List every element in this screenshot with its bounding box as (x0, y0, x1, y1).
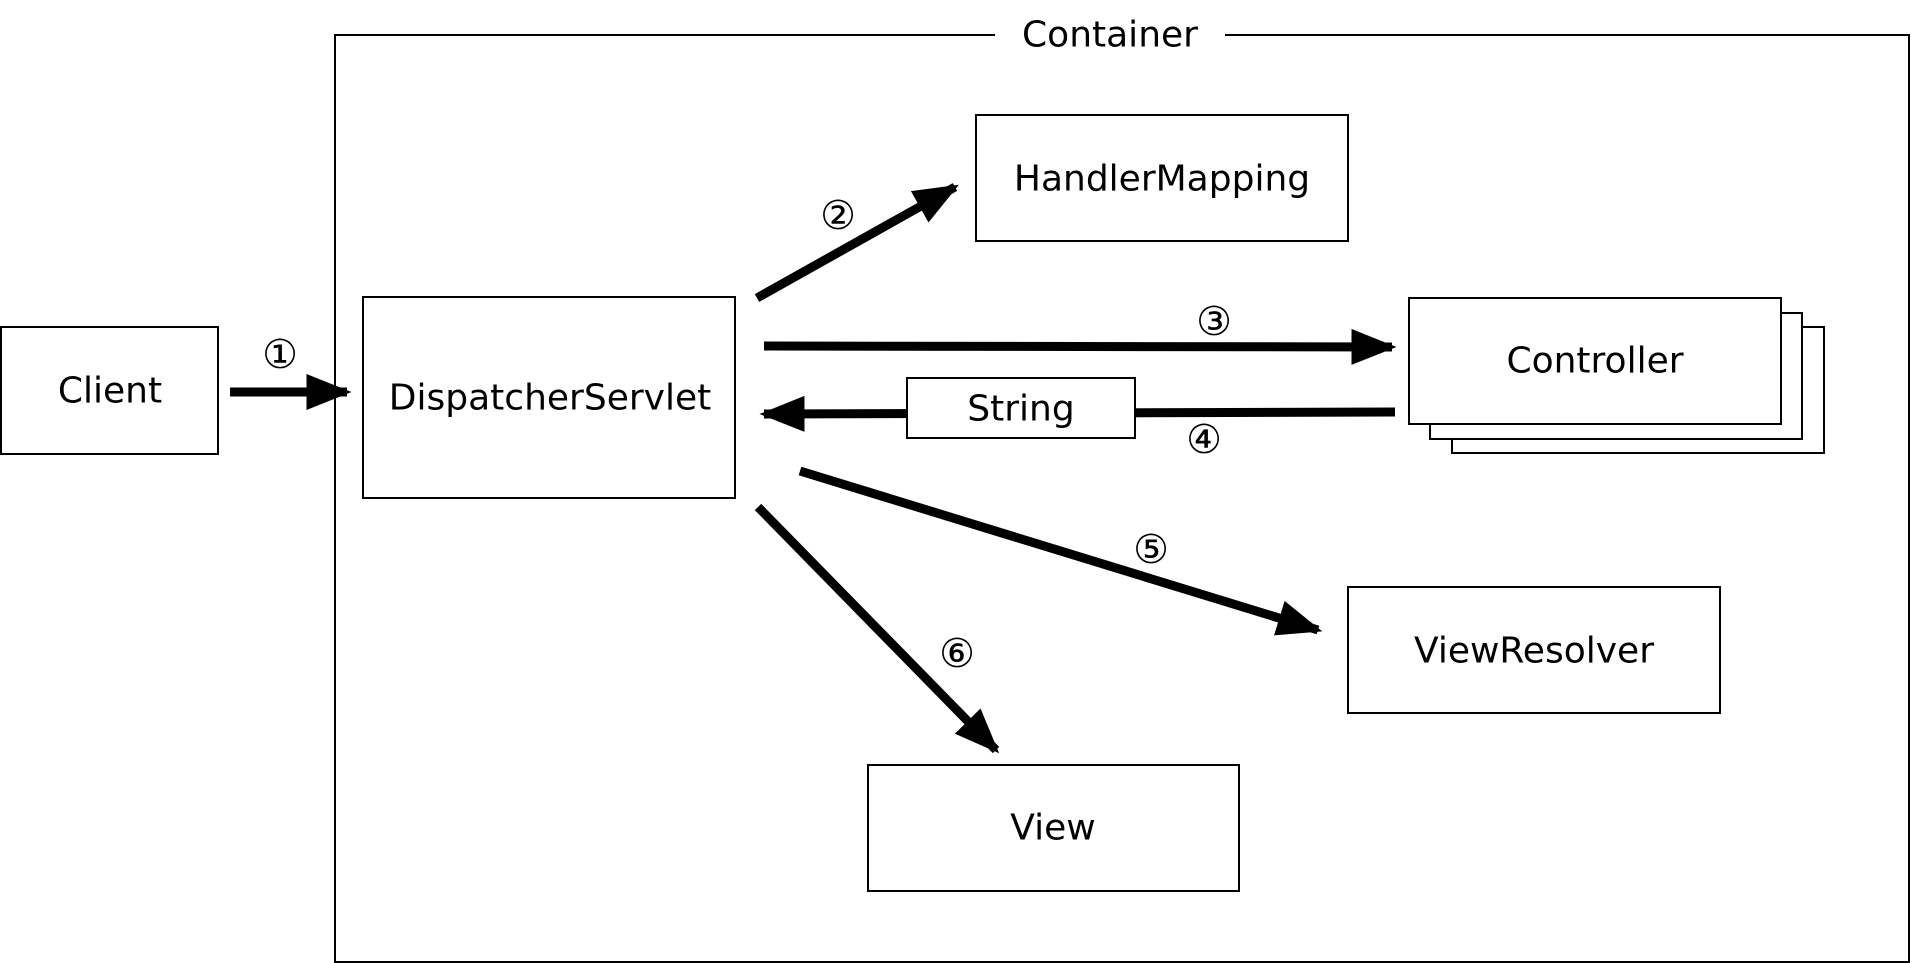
controller-label: Controller (1506, 341, 1683, 382)
client-node: Client (0, 326, 219, 455)
view-resolver-label: ViewResolver (1414, 631, 1654, 672)
view-label: View (1010, 808, 1095, 849)
view-node: View (867, 764, 1240, 892)
arrow-dispatcher-to-controller (763, 328, 1397, 365)
client-label: Client (58, 371, 162, 412)
step-2-label: ② (820, 193, 856, 239)
handler-mapping-node: HandlerMapping (975, 114, 1349, 242)
string-return-box: String (906, 377, 1136, 439)
arrow-dispatcher-to-view-resolver (798, 466, 1323, 636)
step-6-label: ⑥ (939, 631, 975, 677)
step-3-label: ③ (1196, 299, 1232, 345)
container-frame: Container (334, 15, 1910, 963)
view-resolver-node: ViewResolver (1347, 586, 1721, 714)
controller-node: Controller (1408, 297, 1825, 454)
handler-mapping-label: HandlerMapping (1014, 159, 1310, 200)
dispatcher-servlet-label: DispatcherServlet (389, 378, 711, 419)
controller-stack-front (1408, 297, 1782, 425)
container-title: Container (1022, 15, 1198, 56)
arrow-dispatcher-to-view (754, 503, 1000, 754)
step-4-label: ④ (1186, 417, 1222, 463)
step-5-label: ⑤ (1133, 527, 1169, 573)
string-return-label: String (967, 389, 1074, 430)
arrow-dispatcher-to-handler-mapping (754, 183, 959, 302)
step-1-label: ① (262, 332, 298, 378)
dispatcher-servlet-node: DispatcherServlet (362, 296, 736, 499)
